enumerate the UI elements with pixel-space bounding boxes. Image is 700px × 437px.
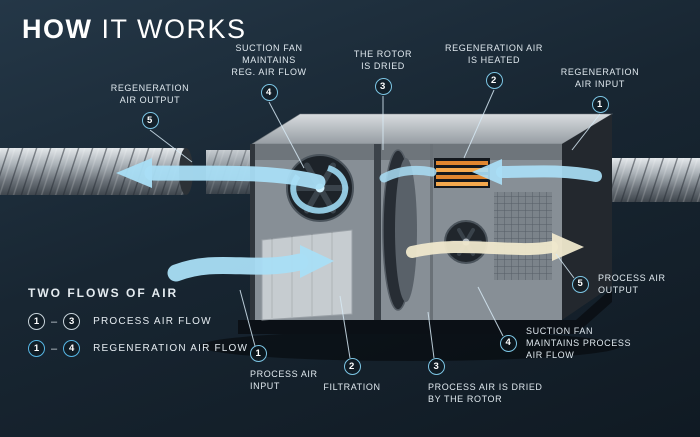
callout-number-badge: 1	[250, 345, 267, 362]
legend-badge-from: 1	[28, 340, 45, 357]
legend-badge-from: 1	[28, 313, 45, 330]
legend-range-dash: –	[51, 315, 58, 328]
callout-number-badge: 3	[428, 358, 445, 375]
legend-row-label: REGENERATION AIR FLOW	[93, 343, 249, 354]
callout-label: REGENERATION AIR INPUT	[560, 67, 640, 89]
legend-range-dash: –	[51, 342, 58, 355]
callout-label: PROCESS AIR OUTPUT	[598, 273, 666, 295]
callout-number-badge: 5	[572, 275, 589, 293]
legend: TWO FLOWS OF AIR 1 – 3 PROCESS AIR FLOW …	[28, 286, 248, 367]
legend-badge-to: 3	[63, 313, 81, 330]
title-emphasis: HOW	[22, 14, 93, 44]
callout-number-badge: 2	[485, 72, 503, 89]
callout-process-air-output: 5 PROCESS AIR OUTPUT	[572, 272, 666, 296]
legend-title: TWO FLOWS OF AIR	[28, 286, 179, 300]
callout-number-badge: 2	[343, 358, 361, 375]
legend-row-process: 1 – 3 PROCESS AIR FLOW	[28, 313, 248, 330]
filter-housing	[261, 229, 353, 321]
callout-number-badge: 4	[500, 334, 517, 352]
airflow-arrows	[116, 158, 602, 282]
callout-regeneration-air-heated: REGENERATION AIR IS HEATED 2	[430, 42, 558, 89]
callout-label: THE ROTOR IS DRIED	[353, 49, 413, 71]
callout-label: SUCTION FAN MAINTAINS PROCESS AIR FLOW	[526, 326, 632, 360]
callout-regeneration-air-output: REGENERATION AIR OUTPUT 5	[88, 82, 212, 129]
callout-suction-fan-process: 4 SUCTION FAN MAINTAINS PROCESS AIR FLOW	[500, 325, 631, 361]
heater	[434, 158, 490, 188]
callout-label: PROCESS AIR INPUT	[250, 369, 318, 391]
legend-row-regeneration: 1 – 4 REGENERATION AIR FLOW	[28, 340, 248, 357]
callout-number-badge: 4	[260, 84, 278, 101]
rotor	[382, 149, 417, 311]
callout-label: SUCTION FAN MAINTAINS REG. AIR FLOW	[231, 43, 307, 77]
callout-label: REGENERATION AIR OUTPUT	[110, 83, 190, 105]
callout-process-air-input: 1 PROCESS AIR INPUT	[250, 345, 342, 392]
legend-row-label: PROCESS AIR FLOW	[93, 316, 212, 327]
callout-regeneration-air-input: REGENERATION AIR INPUT 1	[540, 66, 660, 113]
page-title: HOW IT WORKS	[22, 14, 247, 45]
callout-rotor-is-dried: THE ROTOR IS DRIED 3	[340, 48, 426, 95]
callout-label: PROCESS AIR IS DRIED BY THE ROTOR	[428, 382, 543, 404]
callout-lines	[149, 89, 601, 359]
callout-filtration: 2 FILTRATION	[320, 358, 384, 393]
callout-suction-fan-reg: SUCTION FAN MAINTAINS REG. AIR FLOW 4	[212, 42, 326, 101]
title-rest: IT WORKS	[101, 14, 247, 44]
callout-number-badge: 5	[141, 112, 159, 129]
callout-label: REGENERATION AIR IS HEATED	[445, 43, 543, 65]
right-grille	[494, 192, 552, 280]
callout-label: FILTRATION	[323, 382, 381, 392]
callout-number-badge: 1	[591, 96, 609, 113]
legend-badge-to: 4	[63, 340, 81, 357]
callout-process-air-dried: 3 PROCESS AIR IS DRIED BY THE ROTOR	[428, 358, 543, 405]
callout-number-badge: 3	[374, 78, 392, 95]
